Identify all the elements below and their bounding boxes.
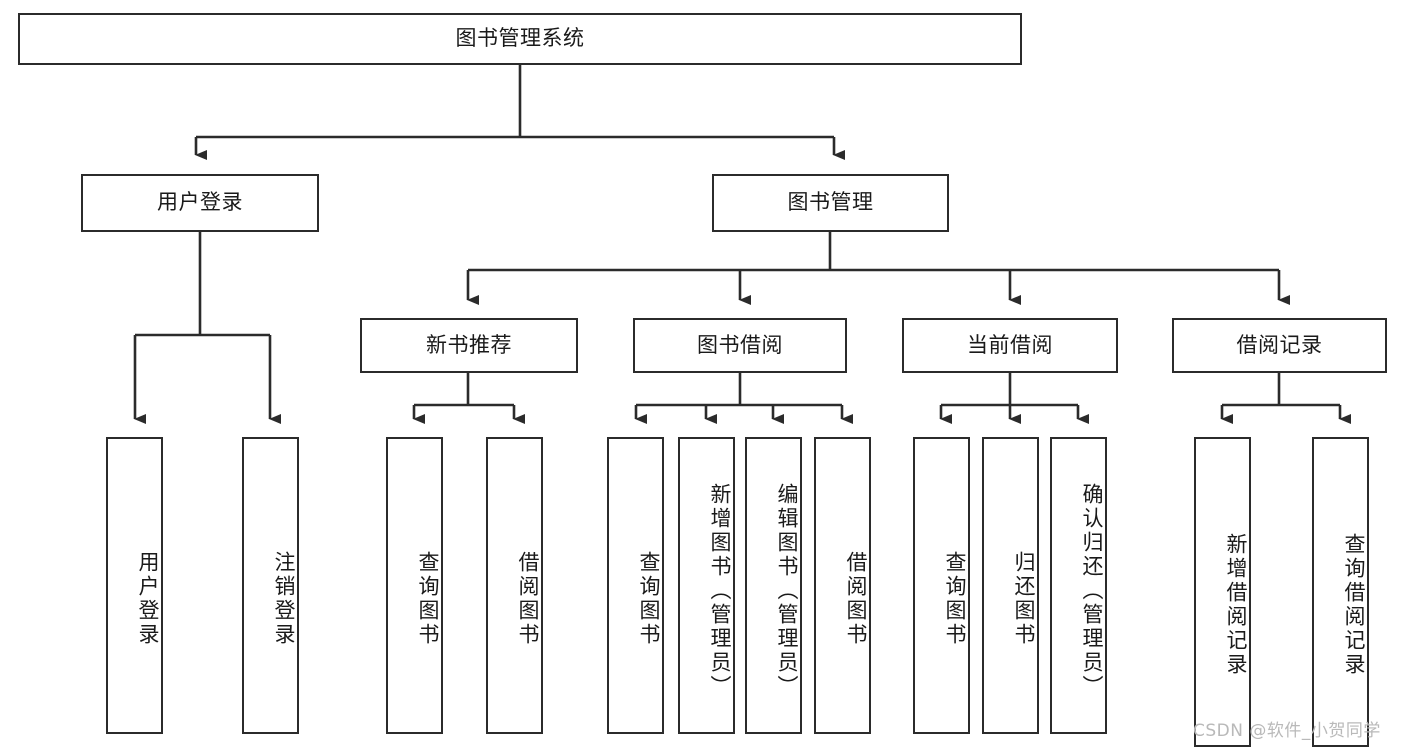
- node-leaf-borrow-book-2-label: 借阅图书: [844, 550, 868, 647]
- node-leaf-query-book-2-label: 查询图书: [637, 550, 661, 647]
- node-leaf-query-book-3-label: 查询图书: [943, 550, 967, 647]
- node-borrow-record-label: 借阅记录: [1236, 332, 1323, 357]
- node-leaf-edit-book[interactable]: 编辑图书（管理员）: [745, 437, 802, 734]
- node-root[interactable]: 图书管理系统: [18, 13, 1022, 65]
- node-user-login-label: 用户登录: [157, 190, 243, 215]
- node-leaf-add-book[interactable]: 新增图书（管理员）: [678, 437, 735, 734]
- node-book-manage[interactable]: 图书管理: [712, 174, 949, 232]
- node-leaf-query-record-label: 查询借阅记录: [1342, 533, 1366, 677]
- node-leaf-edit-book-label: 编辑图书（管理员）: [775, 482, 799, 699]
- node-leaf-borrow-book-1[interactable]: 借阅图书: [486, 437, 543, 734]
- node-leaf-confirm-return[interactable]: 确认归还（管理员）: [1050, 437, 1107, 734]
- node-leaf-query-book-2[interactable]: 查询图书: [607, 437, 664, 734]
- node-new-book-recommend[interactable]: 新书推荐: [360, 318, 578, 373]
- node-book-borrow[interactable]: 图书借阅: [633, 318, 847, 373]
- node-leaf-query-record[interactable]: 查询借阅记录: [1312, 437, 1369, 747]
- node-leaf-user-login-label: 用户登录: [136, 550, 160, 647]
- node-leaf-query-book-3[interactable]: 查询图书: [913, 437, 970, 734]
- node-leaf-return-book[interactable]: 归还图书: [982, 437, 1039, 734]
- node-borrow-record[interactable]: 借阅记录: [1172, 318, 1387, 373]
- node-leaf-query-book-1[interactable]: 查询图书: [386, 437, 443, 734]
- node-current-borrow-label: 当前借阅: [967, 332, 1053, 357]
- node-leaf-logout-label: 注销登录: [272, 550, 296, 647]
- node-new-book-recommend-label: 新书推荐: [426, 332, 512, 357]
- node-leaf-confirm-return-label: 确认归还（管理员）: [1080, 482, 1104, 699]
- node-leaf-query-book-1-label: 查询图书: [416, 550, 440, 647]
- node-current-borrow[interactable]: 当前借阅: [902, 318, 1118, 373]
- node-leaf-add-book-label: 新增图书（管理员）: [708, 482, 732, 699]
- node-leaf-borrow-book-1-label: 借阅图书: [516, 550, 540, 647]
- node-root-label: 图书管理系统: [455, 26, 585, 51]
- csdn-watermark: CSDN @软件_小贺同学: [1193, 721, 1381, 741]
- node-leaf-add-record-label: 新增借阅记录: [1224, 533, 1248, 677]
- node-leaf-user-login[interactable]: 用户登录: [106, 437, 163, 734]
- node-leaf-return-book-label: 归还图书: [1012, 550, 1036, 647]
- node-book-manage-label: 图书管理: [787, 190, 874, 215]
- node-leaf-logout[interactable]: 注销登录: [242, 437, 299, 734]
- node-leaf-add-record[interactable]: 新增借阅记录: [1194, 437, 1251, 747]
- node-leaf-borrow-book-2[interactable]: 借阅图书: [814, 437, 871, 734]
- node-user-login[interactable]: 用户登录: [81, 174, 319, 232]
- node-book-borrow-label: 图书借阅: [697, 332, 783, 357]
